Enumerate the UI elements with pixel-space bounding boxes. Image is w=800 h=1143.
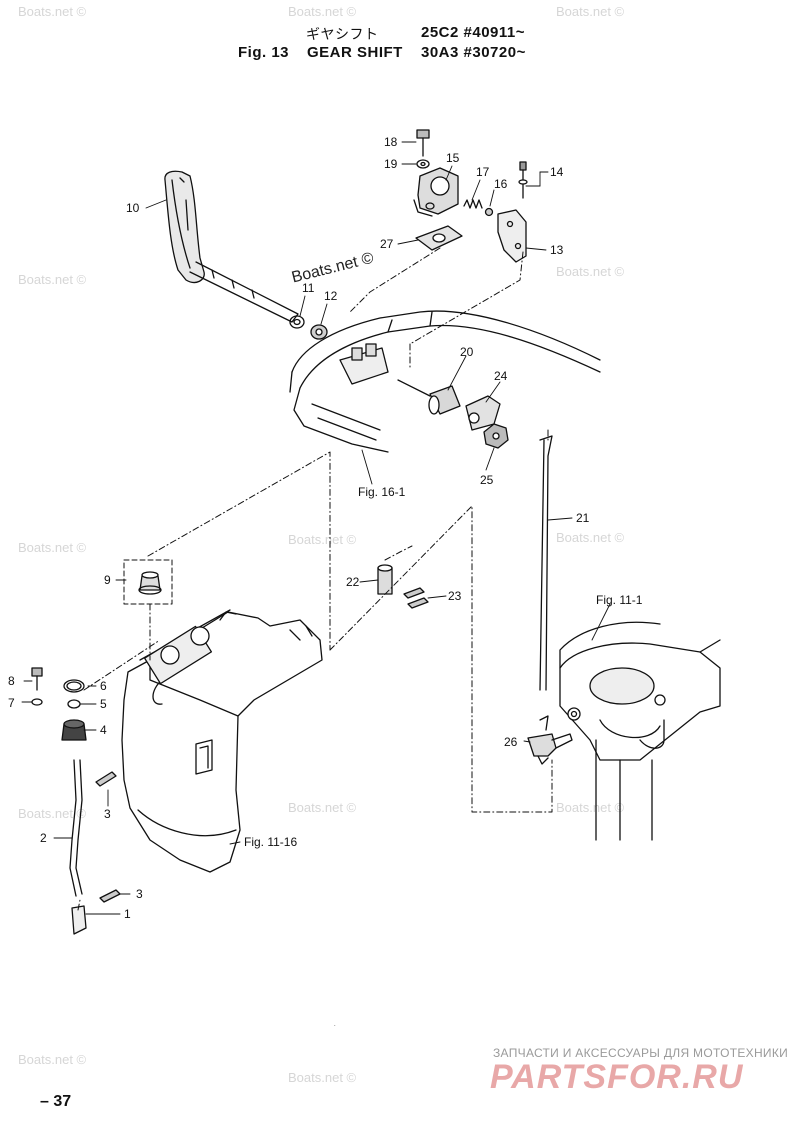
callout-16: 16	[494, 177, 508, 191]
pin	[99, 889, 121, 903]
watermark: Boats.net ©	[288, 1070, 357, 1085]
callout-5: 5	[100, 697, 107, 711]
callout-20: 20	[460, 345, 474, 359]
page-number: – 37	[40, 1093, 72, 1110]
callout-12: 12	[324, 289, 338, 303]
watermark: Boats.net ©	[18, 272, 87, 287]
callout-3: 3	[136, 887, 143, 901]
ball	[484, 207, 494, 217]
page-title: GEAR SHIFT	[307, 44, 403, 61]
figure-reference: Fig. 11-1	[596, 593, 643, 607]
footer-tagline: ЗАПЧАСТИ И АКСЕССУАРЫ ДЛЯ МОТОТЕХНИКИ	[493, 1046, 789, 1060]
brand-logo: PARTSFOR.RU	[490, 1058, 744, 1096]
shift-lever-handle	[164, 170, 299, 323]
title-japanese: ギヤシフト	[306, 26, 379, 42]
watermark: Boats.net ©	[288, 800, 357, 815]
callout-23: 23	[448, 589, 462, 603]
bottom-cowling-bracket	[289, 310, 601, 453]
gasket	[415, 225, 463, 251]
watermark: Boats.net ©	[288, 4, 357, 19]
washer	[67, 699, 81, 709]
watermark: Boats.net ©	[556, 530, 625, 545]
shift-cam	[71, 905, 87, 935]
pin	[403, 587, 425, 599]
callout-10: 10	[126, 201, 140, 215]
svg-text:.: .	[334, 1022, 336, 1028]
screw	[518, 161, 528, 199]
callout-17: 17	[476, 165, 490, 179]
watermark: Boats.net ©	[556, 264, 625, 279]
callout-4: 4	[100, 723, 107, 737]
shift-lever-lower	[527, 715, 573, 765]
lower-unit-housing	[121, 609, 323, 873]
washer	[31, 698, 43, 706]
watermark: Boats.net ©	[18, 806, 87, 821]
callout-1: 1	[124, 907, 131, 921]
callout-26: 26	[504, 735, 518, 749]
nut	[483, 423, 509, 449]
figure-reference: Fig. 16-1	[358, 485, 406, 499]
watermark: Boats.net ©	[556, 800, 625, 815]
figure-label: Fig. 13	[238, 44, 290, 61]
washer	[289, 315, 305, 329]
figure-reference: Fig. 11-16	[244, 835, 297, 849]
callout-25: 25	[480, 473, 494, 487]
watermark: Boats.net ©	[18, 540, 87, 555]
coupler	[377, 564, 393, 595]
bolt	[416, 129, 430, 157]
bolt	[31, 667, 43, 691]
o-ring	[63, 679, 85, 693]
callout-14: 14	[550, 165, 564, 179]
watermark: Boats.net ©	[18, 4, 87, 19]
callout-6: 6	[100, 679, 107, 693]
callout-8: 8	[8, 674, 15, 688]
callout-9: 9	[104, 573, 111, 587]
watermark: Boats.net ©	[556, 4, 625, 19]
callout-18: 18	[384, 135, 398, 149]
callout-2: 2	[40, 831, 47, 845]
shift-rod	[539, 435, 553, 691]
spring	[463, 199, 483, 209]
callout-19: 19	[384, 157, 398, 171]
serial-range-2: 30A3 #30720~	[421, 44, 526, 61]
shift-plate	[497, 209, 527, 263]
callout-7: 7	[8, 696, 15, 710]
grommet	[61, 719, 87, 741]
callout-15: 15	[446, 151, 460, 165]
grommet	[123, 559, 173, 605]
callout-13: 13	[550, 243, 564, 257]
watermark: Boats.net ©	[288, 532, 357, 547]
lever-bracket	[413, 167, 459, 217]
callout-11: 11	[302, 281, 315, 295]
rod-clamp	[465, 395, 501, 431]
serial-range-1: 25C2 #40911~	[421, 24, 526, 41]
callout-3: 3	[104, 807, 111, 821]
callout-27: 27	[380, 237, 394, 251]
callout-24: 24	[494, 369, 508, 383]
callout-22: 22	[346, 575, 360, 589]
lower-shift-rod	[69, 759, 83, 897]
callout-21: 21	[576, 511, 590, 525]
watermark: Boats.net ©	[18, 1052, 87, 1067]
washer	[416, 159, 430, 169]
shift-rod-joint	[397, 379, 461, 415]
lower-mount-bracket	[559, 621, 721, 841]
pin	[95, 771, 117, 787]
